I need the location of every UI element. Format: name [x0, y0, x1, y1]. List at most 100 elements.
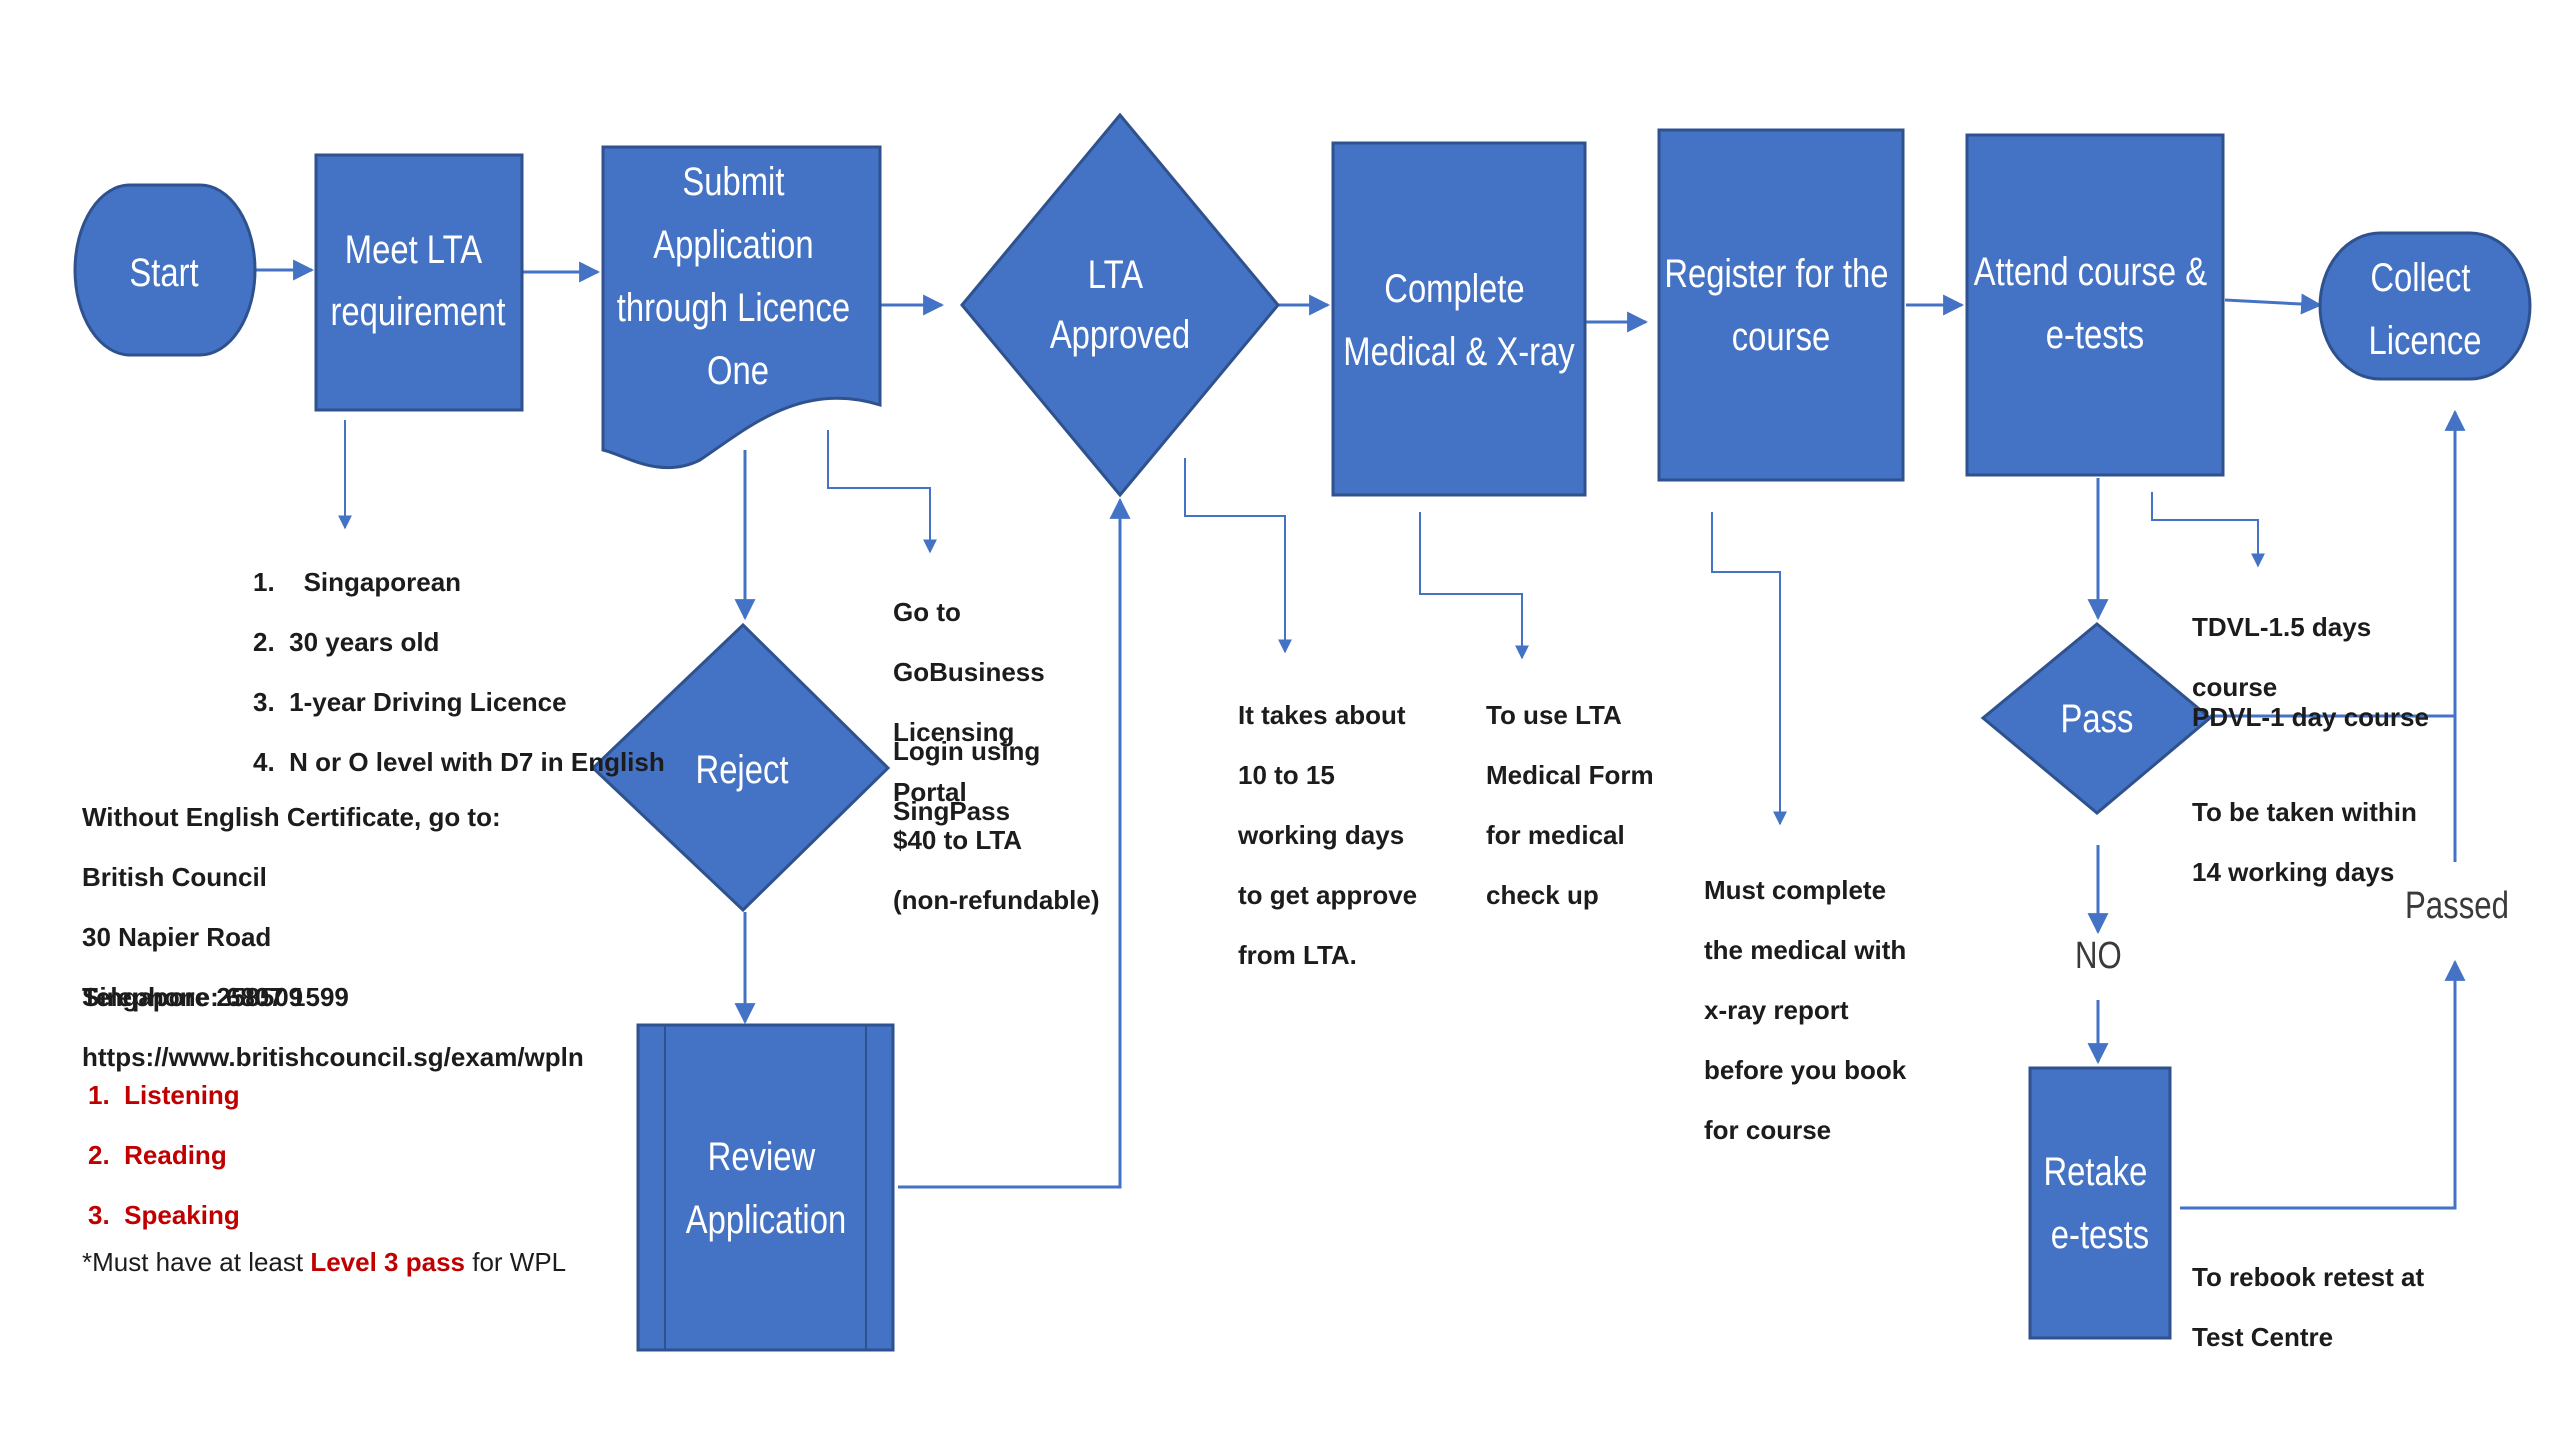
address-line: 30 Napier Road: [82, 922, 272, 952]
submit-label-line: One: [707, 348, 769, 393]
exam-part-item: 3. Speaking: [88, 1200, 240, 1230]
start-terminator: [73, 183, 257, 357]
review-label-line: Review: [708, 1134, 816, 1179]
reject-label: Reject: [696, 747, 789, 792]
no-label: NO: [2075, 935, 2122, 977]
within-line: To be taken within: [2192, 797, 2417, 827]
collect-label-line: Licence: [2368, 318, 2481, 363]
telephone-note: Telephone: 6807 1599: [82, 952, 349, 1042]
attend-course-box: [1965, 133, 2225, 477]
note-connector-tdvl: [2151, 492, 2265, 568]
submit-application-document: [601, 145, 882, 470]
review-application-box: [636, 1023, 895, 1352]
start-label-line: Start: [129, 250, 198, 295]
exam-part-item: 1. Listening: [88, 1080, 240, 1110]
gobusiness-line: Portal: [893, 777, 967, 807]
reject-decision: [590, 622, 891, 913]
medical-form-line: To use LTA: [1486, 700, 1622, 730]
complete-medical-label: Complete Medical & X-ray: [1343, 266, 1575, 374]
within-days-note: To be taken within 14 working days: [2192, 767, 2417, 917]
complete-medical-box: [1331, 141, 1587, 497]
passed-label: Passed: [2405, 885, 2509, 927]
fee-line: (non-refundable): [893, 885, 1100, 915]
connector-review-lta: [898, 497, 1131, 1189]
review-label-line: Application: [686, 1197, 846, 1242]
retake-etests-label: Retake e-tests: [2043, 1149, 2156, 1257]
approval-line: It takes about: [1238, 700, 1406, 730]
wpl-suffix: for WPL: [465, 1247, 567, 1277]
lta-approved-label-line: Approved: [1050, 312, 1190, 357]
lta-approved-label-line: LTA: [1088, 252, 1144, 297]
gobusiness-line: Go to: [893, 597, 961, 627]
note-connector-gobusiness: [827, 430, 937, 554]
tdvl-line: course: [2192, 672, 2278, 702]
address-line: British Council: [82, 862, 267, 892]
rebook-line: Test Centre: [2192, 1322, 2334, 1352]
pass-decision: [1980, 622, 2213, 815]
british-council-address: British Council 30 Napier Road Singapore…: [82, 832, 303, 1042]
collect-licence-terminator: [2318, 231, 2532, 381]
approval-line: 10 to 15: [1238, 760, 1335, 790]
telephone-text: Telephone: 6807 1599: [82, 982, 349, 1012]
medical-form-line: Medical Form: [1486, 760, 1654, 790]
attend-course-label: Attend course & e-tests: [1974, 249, 2216, 357]
medical-form-line: for medical: [1486, 820, 1625, 850]
without-english-title: Without English Certificate, go to:: [82, 802, 501, 832]
meet-lta-requirement-box: [314, 153, 524, 412]
wpl-prefix: *Must have at least: [82, 1247, 311, 1277]
medical-form-note: To use LTA Medical Form for medical chec…: [1486, 670, 1654, 940]
tdvl-line: TDVL-1.5 days: [2192, 612, 2372, 642]
login-line: Login using: [893, 736, 1041, 766]
medical-label-line: Medical & X-ray: [1343, 329, 1575, 374]
register-course-label: Register for the course: [1664, 251, 1897, 359]
wpl-line: *Must have at least Level 3 pass for WPL: [82, 1247, 566, 1277]
rebook-line: To rebook retest at: [2192, 1262, 2425, 1292]
connector-attend-collect: [2224, 293, 2323, 315]
retake-etests-box: [2028, 1066, 2172, 1340]
medical-before-line: for course: [1704, 1115, 1832, 1145]
approval-time-note: It takes about 10 to 15 working days to …: [1238, 670, 1417, 1000]
note-connector-medical-before: [1711, 512, 1787, 826]
submit-label-line: through Licence: [617, 285, 850, 330]
medical-before-line: the medical with: [1704, 935, 1907, 965]
submit-label-line: Submit: [682, 159, 784, 204]
exam-part-item: 2. Reading: [88, 1140, 227, 1170]
review-application-label: Review Application: [686, 1134, 846, 1242]
login-line: SingPass: [893, 796, 1011, 826]
submit-label-line: Application: [653, 222, 813, 267]
register-course-box: [1657, 128, 1905, 482]
url-note: https://www.britishcouncil.sg/exam/wpln: [82, 1012, 584, 1102]
attend-label-line: e-tests: [2046, 312, 2144, 357]
fee-line: $40 to LTA: [893, 825, 1023, 855]
retake-label-line: e-tests: [2051, 1212, 2149, 1257]
reject-label-line: Reject: [696, 747, 789, 792]
address-line: Singapore 258509: [82, 982, 304, 1012]
note-connector-medical-form: [1419, 512, 1529, 660]
medical-before-line: Must complete: [1704, 875, 1887, 905]
medical-before-note: Must complete the medical with x-ray rep…: [1704, 845, 1906, 1175]
medical-label-line: Complete: [1384, 266, 1524, 311]
medical-before-line: x-ray report: [1704, 995, 1849, 1025]
pass-label: Pass: [2061, 696, 2134, 741]
medical-before-line: before you book: [1704, 1055, 1907, 1085]
approval-line: to get approve: [1238, 880, 1418, 910]
medical-form-line: check up: [1486, 880, 1599, 910]
wpl-requirement-note: *Must have at least Level 3 pass for WPL: [82, 1217, 566, 1307]
lta-approved-label: LTA Approved: [1050, 252, 1190, 357]
fee-note: $40 to LTA (non-refundable): [893, 795, 1100, 945]
approval-line: from LTA.: [1238, 940, 1357, 970]
retake-label-line: Retake: [2043, 1149, 2147, 1194]
collect-label-line: Collect: [2370, 255, 2470, 300]
gobusiness-note: Go to GoBusiness Licensing Portal: [893, 567, 1045, 837]
pdvl-note: PDVL-1 day course: [2192, 672, 2429, 762]
pass-label-line: Pass: [2061, 696, 2134, 741]
collect-licence-label: Collect Licence: [2368, 255, 2481, 363]
requirement-item: 2. 30 years old: [253, 627, 440, 657]
requirement-item: 3. 1-year Driving Licence: [253, 687, 567, 717]
login-note: Login using SingPass: [893, 706, 1040, 856]
approval-line: working days: [1238, 820, 1405, 850]
meet-lta-label: Meet LTA requirement: [331, 227, 506, 334]
note-connector-approval: [1184, 458, 1292, 654]
wpl-highlight: Level 3 pass: [310, 1247, 465, 1277]
